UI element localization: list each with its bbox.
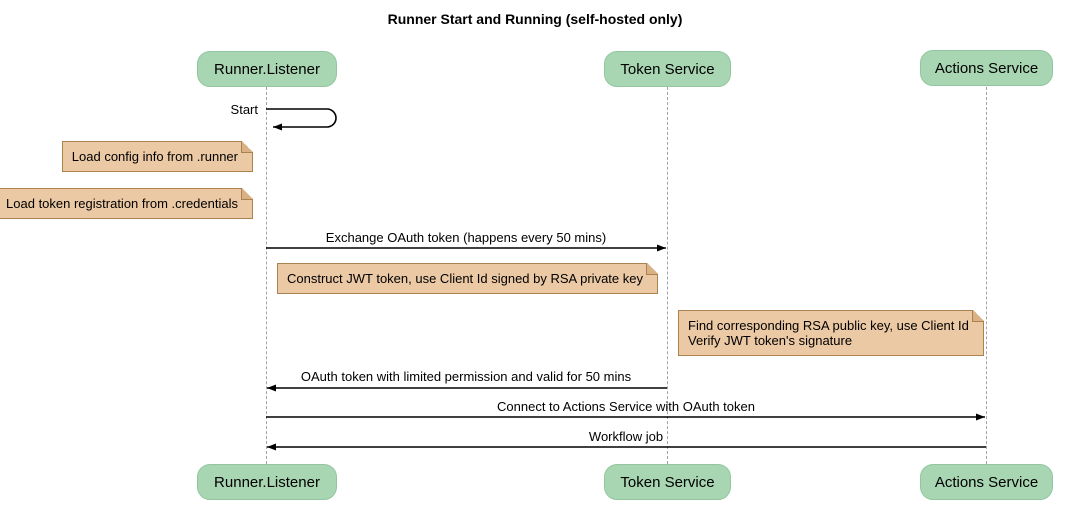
lifeline-actions-service [986, 87, 987, 464]
note-fold-corner-icon [645, 263, 658, 275]
participant-actions-service-top: Actions Service [920, 50, 1053, 86]
message-label-oauth-token-returned: OAuth token with limited permission and … [300, 369, 632, 384]
participant-token-service-bottom: Token Service [604, 464, 731, 500]
note-verify-jwt: Find corresponding RSA public key, use C… [678, 310, 984, 357]
message-label-exchange-oauth: Exchange OAuth token (happens every 50 m… [325, 230, 607, 245]
diagram-title: Runner Start and Running (self-hosted on… [387, 11, 683, 27]
lifeline-token-service [667, 87, 668, 464]
note-text: Construct JWT token, use Client Id signe… [287, 271, 643, 286]
note-text-line: Verify JWT token's signature [688, 333, 853, 349]
self-message-arrow [266, 108, 337, 131]
participant-runner-listener-bottom: Runner.Listener [197, 464, 337, 500]
note-fold-corner-icon [241, 141, 253, 153]
self-message-label: Start [230, 102, 258, 117]
participant-runner-listener-top: Runner.Listener [197, 51, 337, 87]
lifeline-runner-listener [266, 87, 267, 464]
note-text: Load token registration from .credential… [6, 196, 238, 211]
note-load-token-registration: Load token registration from .credential… [0, 188, 253, 220]
note-text-line: Find corresponding RSA public key, use C… [688, 318, 969, 333]
message-label-connect-actions: Connect to Actions Service with OAuth to… [497, 399, 755, 414]
note-construct-jwt: Construct JWT token, use Client Id signe… [277, 263, 658, 295]
note-fold-corner-icon [241, 188, 253, 200]
note-text: Load config info from .runner [71, 149, 238, 164]
message-label-workflow-job: Workflow job [588, 429, 664, 444]
participant-actions-service-bottom: Actions Service [920, 464, 1053, 500]
participant-token-service-top: Token Service [604, 51, 731, 87]
note-fold-corner-icon [971, 310, 984, 322]
note-load-config: Load config info from .runner [61, 141, 253, 173]
